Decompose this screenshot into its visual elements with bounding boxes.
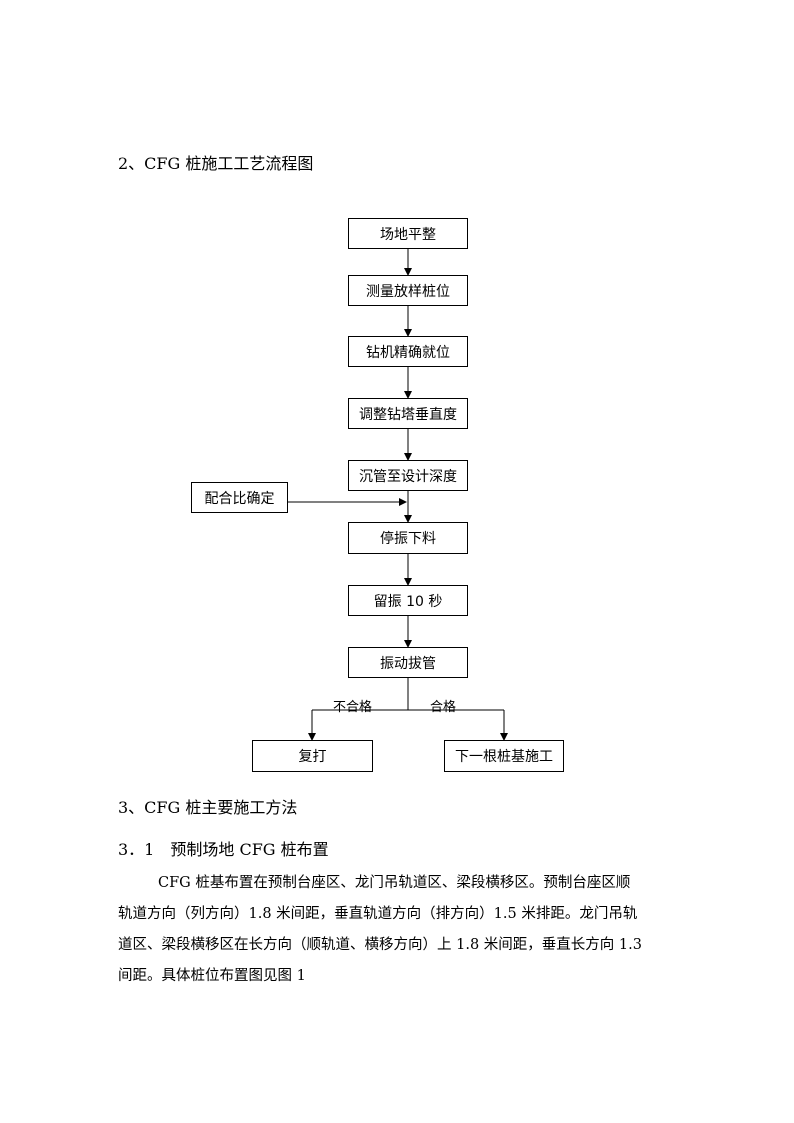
pass-label: 合格 xyxy=(430,700,457,715)
step-adjust-verticality: 调整钻塔垂直度 xyxy=(348,398,468,429)
section-2-title: 2、CFG 桩施工工艺流程图 xyxy=(118,154,314,173)
step-rig-positioning: 钻机精确就位 xyxy=(348,336,468,367)
step-stop-vibration-feed: 停振下料 xyxy=(348,522,468,554)
section-3-title: 3、CFG 桩主要施工方法 xyxy=(118,798,298,817)
mix-ratio-box: 配合比确定 xyxy=(191,482,288,513)
fail-label: 不合格 xyxy=(333,700,373,715)
paragraph-line: CFG 桩基布置在预制台座区、龙门吊轨道区、梁段横移区。预制台座区顺 xyxy=(158,875,631,891)
step-hold-vibration: 留振 10 秒 xyxy=(348,585,468,616)
section-3-1-title: 3．1 预制场地 CFG 桩布置 xyxy=(118,840,329,859)
paragraph-line: 间距。具体桩位布置图见图 1 xyxy=(118,968,306,984)
step-site-leveling: 场地平整 xyxy=(348,218,468,249)
step-survey-pile-position: 测量放样桩位 xyxy=(348,275,468,306)
step-sink-pipe: 沉管至设计深度 xyxy=(348,460,468,491)
step-vibrate-extract: 振动拔管 xyxy=(348,647,468,678)
redrive-box: 复打 xyxy=(252,740,373,772)
paragraph-line: 轨道方向（列方向）1.8 米间距，垂直轨道方向（排方向）1.5 米排距。龙门吊轨 xyxy=(118,906,638,922)
next-pile-box: 下一根桩基施工 xyxy=(444,740,564,772)
paragraph-line: 道区、梁段横移区在长方向（顺轨道、横移方向）上 1.8 米间距，垂直长方向 1.… xyxy=(118,937,642,953)
